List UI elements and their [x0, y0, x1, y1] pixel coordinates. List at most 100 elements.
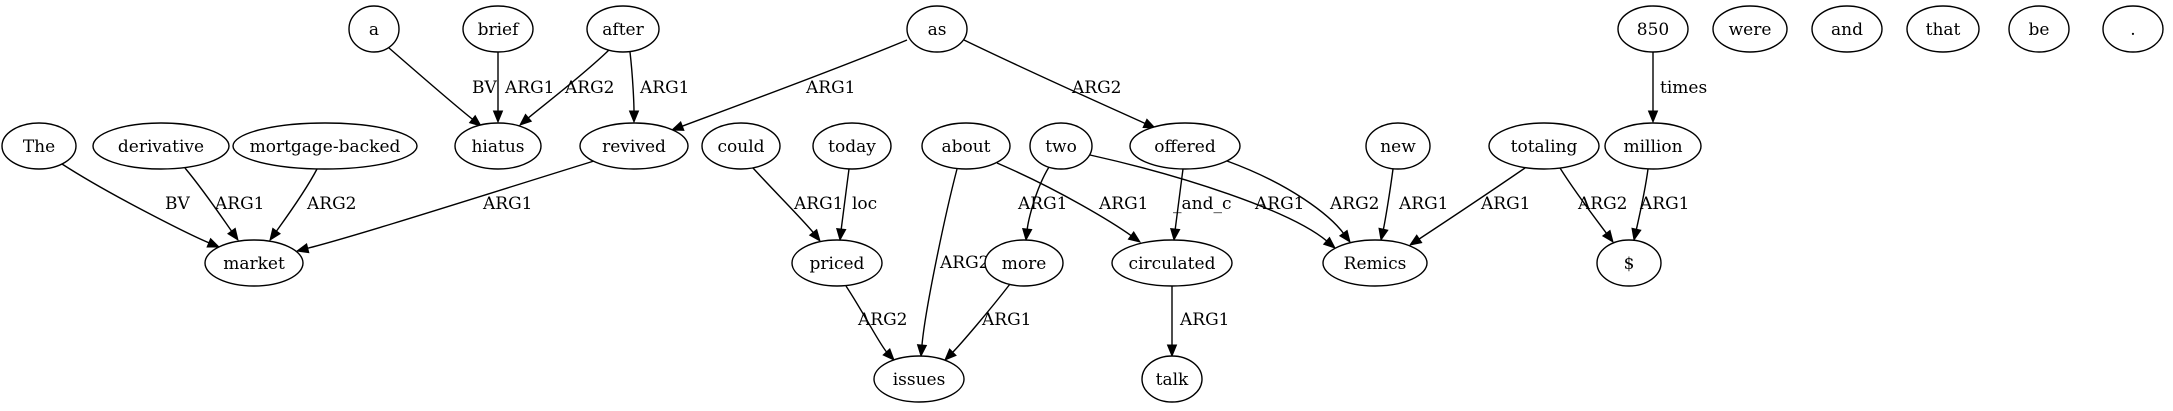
graph-node: circulated: [1111, 239, 1233, 287]
edge-arrowhead: [1631, 227, 1642, 242]
graph-edge: ARG1: [184, 167, 264, 242]
edge-line: [1382, 168, 1394, 231]
node-ellipse: [1322, 239, 1428, 287]
node-label: revived: [602, 137, 666, 157]
graph-node: new: [1365, 122, 1431, 170]
edge-label: ARG2: [1071, 78, 1121, 98]
edge-arrowhead: [1408, 234, 1423, 246]
node-ellipse: [873, 355, 965, 403]
edge-line: [1089, 154, 1328, 243]
graph-node: brief: [462, 5, 534, 53]
graph-edge: BV: [61, 163, 221, 248]
node-label: be: [2029, 20, 2050, 40]
node-ellipse: [1906, 5, 1980, 53]
node-label: totaling: [1511, 137, 1578, 157]
node-label: two: [1045, 137, 1077, 157]
edge-label: ARG2: [564, 78, 614, 98]
edge-line: [629, 51, 635, 113]
node-label: mortgage-backed: [250, 137, 401, 157]
graph-edge: times: [1647, 52, 1707, 124]
edge-line: [951, 283, 1011, 354]
graph-edge: loc: [836, 168, 877, 242]
node-ellipse: [1365, 122, 1431, 170]
edge-label: ARG1: [793, 194, 843, 214]
node-label: The: [23, 137, 55, 157]
node-ellipse: [586, 5, 660, 53]
node-ellipse: [462, 5, 534, 53]
edge-label: ARG2: [939, 253, 989, 273]
graph-node: The: [1, 122, 77, 170]
graph-node: revived: [579, 122, 689, 170]
graph-edge: ARG1: [1378, 168, 1448, 242]
graph-node: offered: [1129, 122, 1241, 170]
edge-line: [963, 39, 1147, 125]
node-ellipse: [232, 122, 418, 170]
node-label: that: [1926, 20, 1961, 40]
graph-node: and: [1811, 5, 1883, 53]
edge-label: ARG1: [981, 310, 1031, 330]
node-label: talk: [1156, 370, 1189, 390]
node-label: hiatus: [471, 137, 524, 157]
edge-arrowhead: [269, 227, 281, 242]
edge-label: ARG1: [1179, 310, 1229, 330]
node-label: after: [602, 20, 644, 40]
edge-arrowhead: [1601, 229, 1614, 244]
edge-label: ARG2: [306, 194, 356, 214]
node-ellipse: [204, 239, 304, 287]
edge-label: BV: [472, 78, 497, 98]
graph-edge: ARG2: [963, 39, 1157, 129]
node-label: a: [369, 20, 379, 40]
edge-line: [681, 39, 908, 128]
graph-node: mortgage-backed: [232, 122, 418, 170]
node-label: were: [1729, 20, 1772, 40]
edge-label: ARG1: [1398, 194, 1448, 214]
edge-line: [1559, 167, 1608, 235]
node-ellipse: [1141, 355, 1203, 403]
graph-node: about: [921, 122, 1011, 170]
node-ellipse: [579, 122, 689, 170]
graph-node: priced: [791, 239, 883, 287]
node-label: Remics: [1344, 254, 1407, 274]
node-label: circulated: [1129, 254, 1216, 274]
node-label: more: [1002, 254, 1047, 274]
graph-node: today: [812, 122, 892, 170]
edge-arrowhead: [1127, 231, 1142, 243]
node-label: market: [223, 254, 285, 274]
node-ellipse: [984, 239, 1064, 287]
graph-edge: _and_c: [1170, 168, 1232, 242]
node-label: offered: [1154, 137, 1216, 157]
edge-label: ARG2: [1577, 194, 1627, 214]
edge-label: ARG1: [805, 78, 855, 98]
graph-edge: ARG1: [996, 162, 1148, 243]
node-label: $: [1624, 254, 1635, 274]
graph-node: after: [586, 5, 660, 53]
node-ellipse: [1596, 239, 1662, 287]
node-label: could: [717, 137, 764, 157]
edge-label: ARG1: [504, 78, 554, 98]
node-ellipse: [1617, 5, 1689, 53]
node-label: million: [1623, 137, 1682, 157]
edge-label: ARG1: [1639, 194, 1689, 214]
graph-edge: ARG2: [269, 168, 356, 242]
graph-edge: ARG1: [492, 52, 554, 124]
edge-arrowhead: [1022, 228, 1033, 242]
edge-line: [527, 49, 610, 120]
graph-edge: ARG2: [518, 49, 614, 126]
edge-label: times: [1660, 78, 1707, 98]
edge-line: [752, 167, 815, 234]
graph-edge: BV: [388, 47, 497, 127]
node-label: derivative: [118, 137, 204, 157]
graph-edge: ARG1: [1631, 168, 1689, 242]
node-ellipse: [1604, 122, 1702, 170]
graph-node: million: [1604, 122, 1702, 170]
edge-label: ARG2: [1329, 194, 1379, 214]
edge-arrowhead: [492, 110, 504, 124]
node-ellipse: [701, 122, 781, 170]
edge-label: ARG1: [1098, 194, 1148, 214]
graph-edge: ARG1: [295, 160, 595, 254]
edge-arrowhead: [882, 348, 895, 361]
edge-arrowhead: [1170, 228, 1181, 242]
edge-arrowhead: [1647, 110, 1659, 124]
graph-node: hiatus: [454, 122, 542, 170]
